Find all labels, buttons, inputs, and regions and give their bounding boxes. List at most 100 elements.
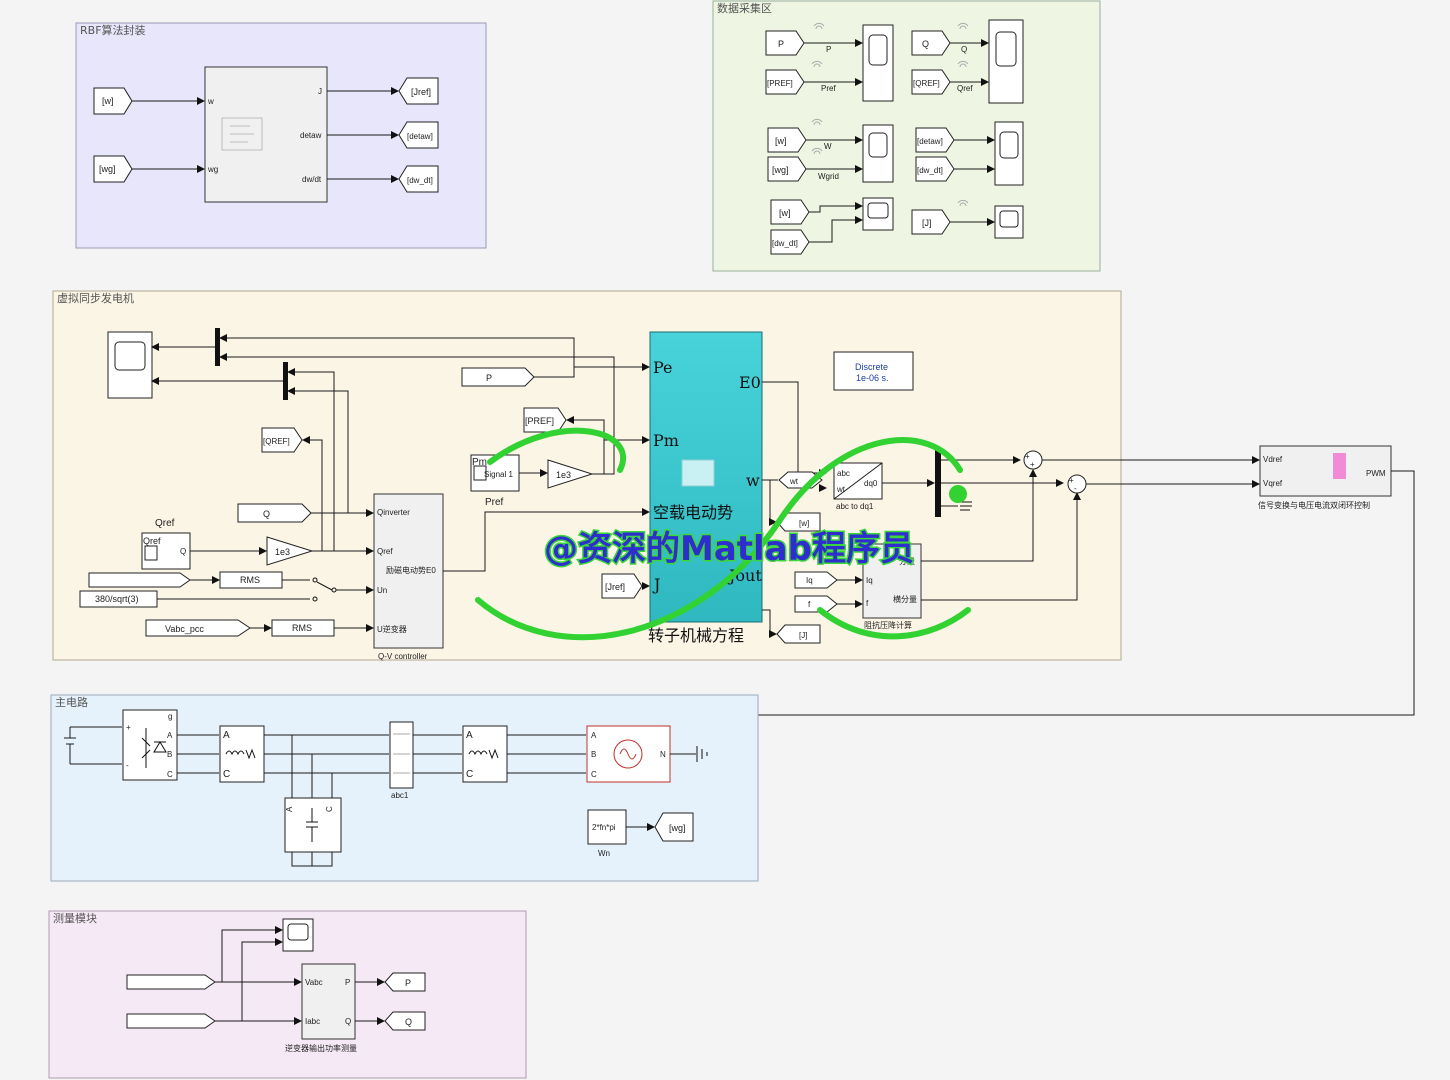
- vsg-input-vabc-pcc[interactable]: Vabc_pcc: [145, 619, 251, 637]
- rbf-goto-detaw[interactable]: [detaw]: [398, 121, 439, 149]
- data-from-detaw[interactable]: [detaw]: [915, 127, 955, 153]
- svg-text:Q: Q: [263, 509, 270, 519]
- svg-text:wg: wg: [207, 165, 218, 174]
- svg-text:Pm: Pm: [472, 457, 487, 468]
- svg-text:g: g: [168, 712, 172, 721]
- svg-text:Iq: Iq: [866, 576, 873, 585]
- svg-text:w: w: [746, 471, 760, 490]
- svg-text:[Jref]: [Jref]: [411, 87, 431, 97]
- sum-vq[interactable]: + -: [1067, 474, 1087, 494]
- vsg-const-380[interactable]: 380/sqrt(3): [79, 590, 158, 608]
- sum-vd[interactable]: + +: [1023, 450, 1043, 470]
- svg-text:2*fn*pi: 2*fn*pi: [592, 823, 616, 832]
- rbf-from-wg[interactable]: [wg]: [93, 155, 133, 183]
- qv-controller-block[interactable]: Qinverter Qref Un U逆变器 励磁电动势E0: [373, 493, 444, 649]
- svg-text:[detaw]: [detaw]: [407, 132, 433, 141]
- data-from-w-2[interactable]: [w]: [770, 199, 810, 225]
- svg-text:A: A: [167, 731, 173, 740]
- pwm-control-block[interactable]: Vdref Vqref PWM: [1259, 445, 1392, 497]
- svg-text:N: N: [660, 750, 666, 759]
- rbf-from-w[interactable]: [w]: [93, 87, 133, 115]
- mux-bar-q[interactable]: [283, 362, 288, 400]
- scope-p-pref[interactable]: [862, 24, 894, 102]
- mux-bar-p[interactable]: [215, 328, 220, 366]
- svg-text:abc: abc: [837, 469, 850, 478]
- rl-branch-2[interactable]: A C: [462, 725, 508, 783]
- meas-goto-p[interactable]: P: [384, 972, 426, 992]
- vsg-input-vpcc-1[interactable]: [88, 572, 191, 588]
- three-phase-source-block[interactable]: A B C N: [586, 725, 671, 783]
- svg-text:[dw_dt]: [dw_dt]: [772, 239, 798, 248]
- dc-source-icon[interactable]: [64, 727, 76, 764]
- meas-input-vabc[interactable]: [126, 974, 216, 990]
- svg-text:C: C: [223, 769, 230, 780]
- abc1-name: abc1: [391, 791, 409, 800]
- abc1-measurement-block[interactable]: [389, 721, 414, 789]
- demux-bar[interactable]: [935, 449, 941, 517]
- meas-area-title: 测量模块: [53, 912, 97, 925]
- vsg-rms-2[interactable]: RMS: [271, 619, 335, 637]
- vsg-rms-1[interactable]: RMS: [219, 571, 283, 589]
- data-from-q[interactable]: Q: [911, 30, 951, 56]
- meas-scope[interactable]: [282, 918, 314, 952]
- rbf-subsystem-block[interactable]: w wg J detaw dw/dt: [204, 66, 328, 203]
- vsg-manual-switch[interactable]: [312, 577, 337, 602]
- scope-detaw-dwdt[interactable]: [994, 121, 1024, 186]
- data-from-qref[interactable]: [QREF]: [911, 69, 951, 95]
- powergui-block[interactable]: Discrete 1e-06 s.: [833, 351, 914, 391]
- vsg-qref-signal-block[interactable]: Qref Q: [141, 532, 191, 570]
- meas-goto-q[interactable]: Q: [384, 1011, 426, 1031]
- svg-text:[wg]: [wg]: [669, 823, 686, 833]
- svg-text:C: C: [325, 806, 334, 812]
- svg-text:[PREF]: [PREF]: [525, 416, 554, 426]
- scope-j[interactable]: [994, 205, 1024, 239]
- main-goto-wg[interactable]: [wg]: [654, 812, 694, 842]
- abc-to-dq-block[interactable]: abc wt dq0: [833, 462, 883, 500]
- power-measurement-block[interactable]: Vabc Iabc P Q: [301, 963, 356, 1040]
- vsg-from-p[interactable]: P: [461, 367, 535, 387]
- abc-to-dq-name: abc to dq1: [836, 502, 874, 511]
- rl-branch-1[interactable]: A C: [219, 725, 265, 783]
- svg-text:Vqref: Vqref: [1263, 479, 1283, 488]
- vsg-from-jref[interactable]: [Jref]: [601, 573, 643, 599]
- rbf-goto-dwdt[interactable]: [dw_dt]: [398, 165, 439, 193]
- data-from-j[interactable]: [J]: [911, 209, 951, 235]
- vsg-pref-label: Pref: [485, 497, 504, 508]
- vsg-scope[interactable]: [107, 331, 153, 399]
- data-from-dwdt[interactable]: [dw_dt]: [915, 156, 955, 182]
- vsg-goto-qref[interactable]: [QREF]: [261, 427, 303, 453]
- data-from-pref[interactable]: [PREF]: [765, 69, 805, 95]
- meas-input-iabc[interactable]: [126, 1013, 216, 1029]
- wn-name: Wn: [598, 849, 610, 858]
- svg-text:[dw_dt]: [dw_dt]: [407, 176, 433, 185]
- scope-q-qref[interactable]: [988, 19, 1024, 104]
- svg-text:空载电动势: 空载电动势: [653, 503, 733, 522]
- data-from-dwdt-2[interactable]: [dw_dt]: [770, 229, 810, 255]
- svg-text:1e3: 1e3: [556, 470, 571, 480]
- signal-log-icon: [957, 199, 969, 207]
- data-from-p[interactable]: P: [765, 30, 805, 56]
- data-from-wg[interactable]: [wg]: [767, 156, 807, 182]
- svg-text:[w]: [w]: [775, 136, 787, 146]
- vsg-from-f[interactable]: f: [794, 595, 838, 613]
- vsg-from-iq[interactable]: Iq: [794, 571, 838, 589]
- rotor-equation-block[interactable]: Pe Pm E0 w Jout J 空载电动势: [649, 331, 763, 623]
- impedance-drop-block[interactable]: Iq f 分量 横分量: [862, 543, 922, 619]
- rbf-goto-jref[interactable]: [Jref]: [398, 77, 439, 105]
- svg-text:Pm: Pm: [653, 431, 679, 450]
- vsg-goto-pref[interactable]: [PREF]: [523, 407, 567, 433]
- vsg-from-q[interactable]: Q: [237, 503, 312, 523]
- xy-graph-w-dwdt[interactable]: [862, 197, 894, 231]
- igbt-inverter-block[interactable]: g + - A B C: [122, 709, 178, 781]
- vsg-area: 虚拟同步发电机 P [PREF] Pm: [52, 290, 1260, 661]
- svg-text:[J]: [J]: [922, 218, 932, 228]
- svg-text:A: A: [285, 806, 294, 812]
- capacitor-bank-block[interactable]: A C: [284, 797, 342, 853]
- vsg-gain-pm[interactable]: 1e3: [547, 459, 594, 489]
- svg-text:C: C: [167, 770, 173, 779]
- data-from-w[interactable]: [w]: [767, 127, 807, 153]
- scope-w-wg[interactable]: [862, 124, 894, 183]
- vsg-gain-qref[interactable]: 1e3: [266, 536, 314, 566]
- vsg-goto-j[interactable]: [J]: [776, 624, 821, 644]
- wn-gain-block[interactable]: 2*fn*pi: [587, 809, 627, 845]
